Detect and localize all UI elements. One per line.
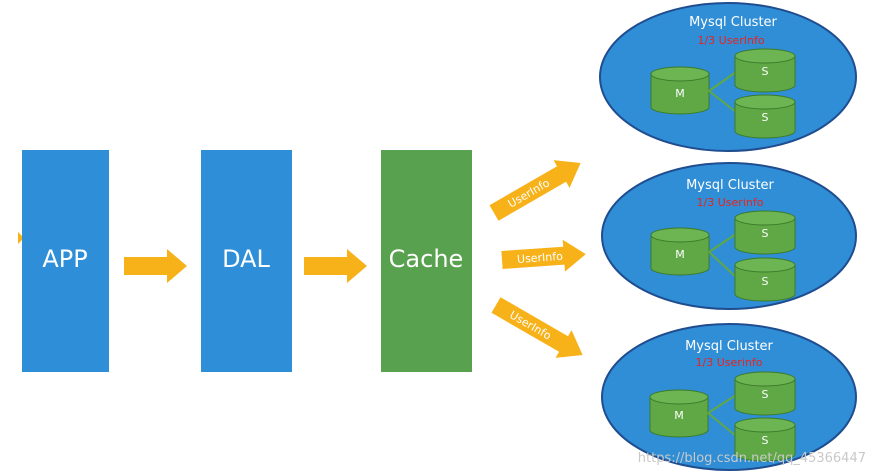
cluster-3-subtitle: 1/3 Userinfo [696,356,763,369]
cluster-2-master-db: M [650,227,710,276]
cluster-1-replication-line [708,71,737,92]
cluster-2-slave-db: S [734,210,796,255]
cluster-1-slave-db: S [734,94,796,139]
cluster-1-replication-line [708,90,737,113]
cluster-1-slave-db: S [734,48,796,93]
cluster-1-subtitle: 1/3 UserInfo [697,34,764,47]
cache-arrow-middle-label: UserInfo [517,250,564,266]
cluster-3-replication-line [707,412,737,437]
arrow-app-to-dal [124,249,187,283]
app-block: APP [22,150,109,372]
cluster-2-slave-label: S [762,227,769,240]
cluster-3-replication-line [707,394,737,414]
app-label: APP [42,245,87,273]
cluster-2-slave-label: S [762,275,769,288]
cluster-3-master-label: M [674,409,684,422]
mysql-cluster-2: Mysql Cluster 1/3 Userinfo M S S [601,162,857,310]
cache-label: Cache [389,245,464,273]
cache-arrow-top: UserInfo [489,160,581,221]
left-edge-arrow-tip [18,232,24,244]
cache-block: Cache [381,150,472,372]
mysql-cluster-1: Mysql Cluster 1/3 UserInfo M S S [599,2,857,152]
cluster-1-master-db: M [650,66,710,115]
cluster-2-slave-db: S [734,257,796,302]
cluster-2-replication-line [708,251,737,278]
mysql-cluster-3: Mysql Cluster 1/3 Userinfo M S S [601,323,857,471]
cluster-3-slave-db: S [734,417,796,462]
cache-arrow-middle: UserInfo [501,239,586,272]
cluster-2-replication-line [708,233,737,253]
cluster-1-master-label: M [675,87,685,100]
cluster-1-slave-label: S [762,111,769,124]
cluster-1-slave-label: S [762,65,769,78]
cluster-2-title: Mysql Cluster [686,178,774,193]
cache-arrow-bottom: UserInfo [491,297,583,358]
arrow-dal-to-cache [304,249,367,283]
cluster-3-slave-label: S [762,388,769,401]
cluster-2-master-label: M [675,248,685,261]
cluster-3-slave-label: S [762,434,769,447]
cluster-3-title: Mysql Cluster [685,339,773,354]
cluster-3-slave-db: S [734,371,796,416]
dal-block: DAL [201,150,292,372]
cluster-1-title: Mysql Cluster [689,15,777,30]
cluster-3-master-db: M [649,389,709,438]
dal-label: DAL [222,245,270,273]
cluster-2-subtitle: 1/3 Userinfo [697,196,764,209]
watermark-text: https://blog.csdn.net/qq_45366447 [638,451,866,466]
